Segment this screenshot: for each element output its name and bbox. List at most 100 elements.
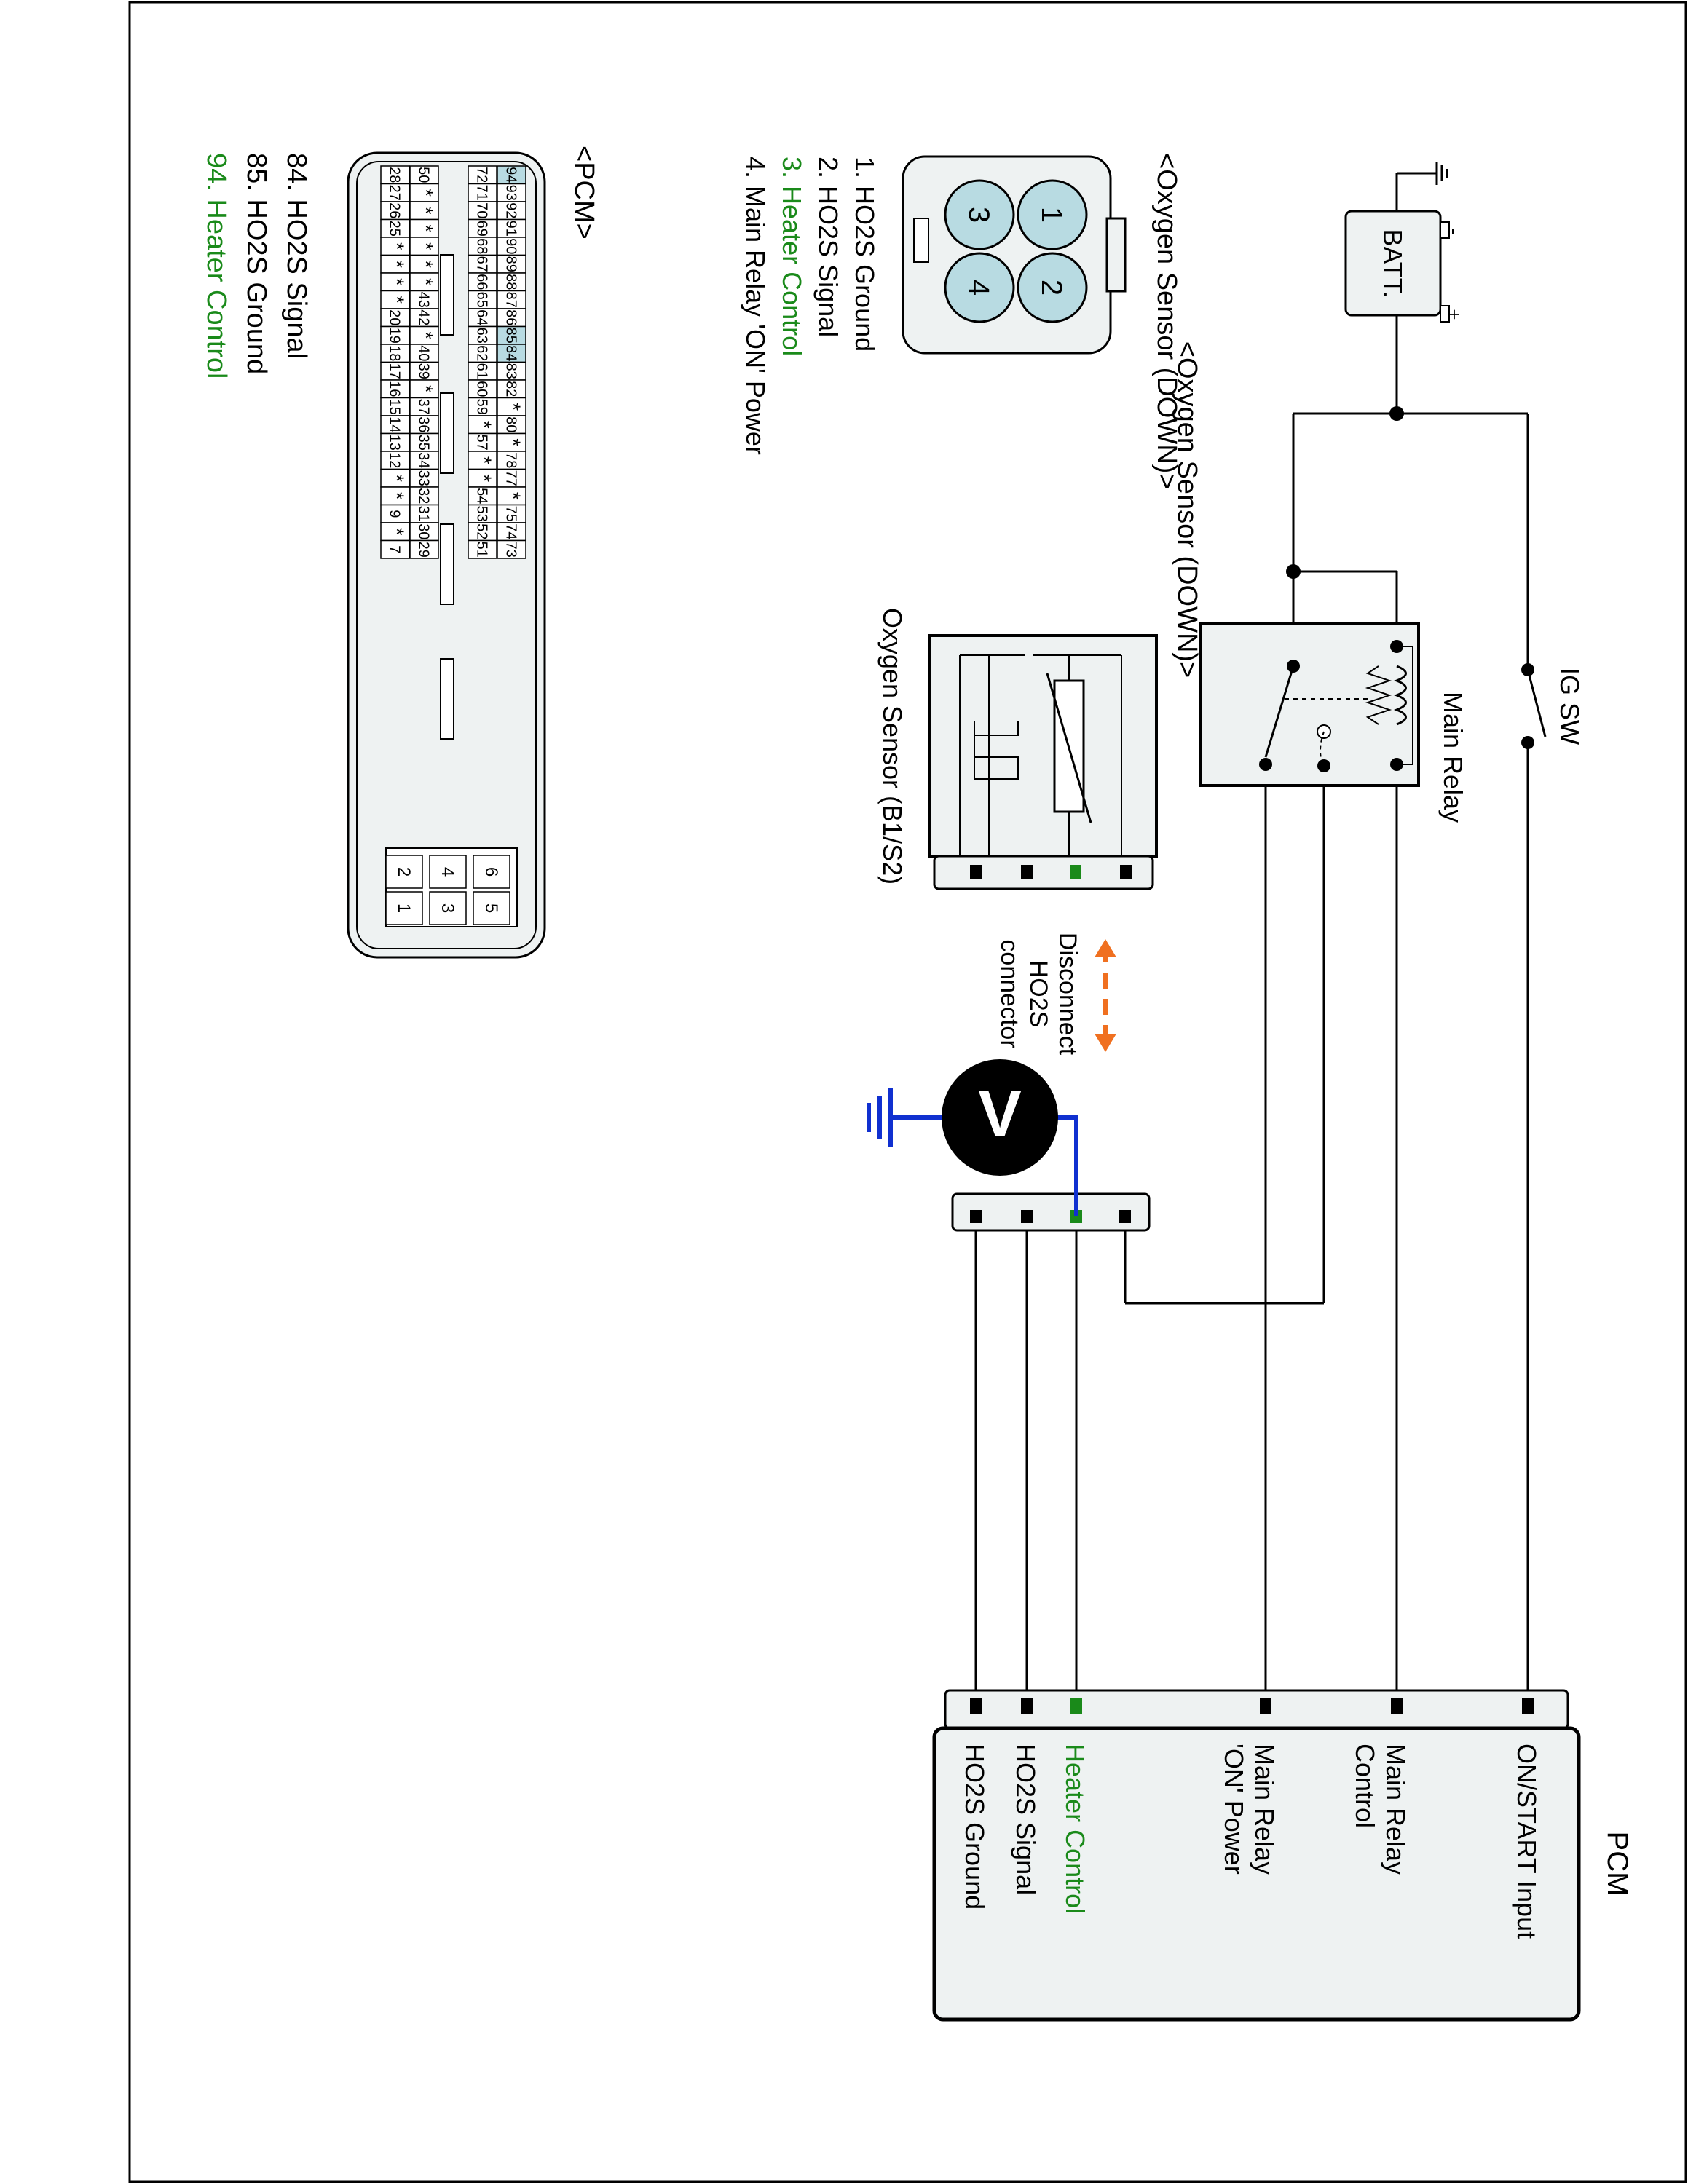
pcm-pin-7: 7 <box>387 545 403 553</box>
pcm-pin-57: 57 <box>474 435 490 451</box>
oxygen-pin-3 <box>944 179 1015 250</box>
pcm-cell-2-18 <box>409 486 439 506</box>
pcm-pin-70: 70 <box>474 202 490 218</box>
meter-ground-icon <box>867 1088 893 1147</box>
pcm-pin-13: 13 <box>387 435 403 451</box>
pcm-pin-65: 65 <box>474 292 490 308</box>
pcm-pin-*: * <box>386 492 409 500</box>
pcm-cell-2-13 <box>409 397 439 416</box>
pcm-cell-1-2 <box>468 201 497 221</box>
pcm-aux-pin-2: 2 <box>394 867 414 877</box>
pcm-pin-69: 69 <box>474 221 490 237</box>
pcm-pin-27: 27 <box>387 185 403 201</box>
pcm-aux-pin-4: 4 <box>438 867 457 877</box>
pcm-pin-80: 80 <box>503 416 519 432</box>
pcm-pin-87: 87 <box>503 292 519 308</box>
pcm-pin-19: 19 <box>387 328 403 344</box>
pcm-pin-42: 42 <box>416 309 432 325</box>
pcm-pin-*: * <box>415 242 438 250</box>
pcm-cell-1-15 <box>468 432 497 452</box>
pcm-cell-1-12 <box>468 379 497 399</box>
pcm-pin-64: 64 <box>474 309 490 325</box>
pcm-pin-*: * <box>502 492 525 500</box>
pcm-connector-slot-3 <box>440 523 454 605</box>
disconnect-line-2: HO2S <box>1025 960 1052 1028</box>
oxygen-sensor: Oxygen Sensor (B1/S2) <box>877 608 1158 890</box>
pcm-cell-2-7 <box>409 290 439 309</box>
pcm-cell-2-8 <box>409 308 439 328</box>
pcm-pin-*: * <box>386 278 409 286</box>
pcm-cell-2-1 <box>409 183 439 202</box>
pcm-cell-1-7 <box>468 290 497 309</box>
pcm-pin-62: 62 <box>474 345 490 361</box>
pcm-pin-53: 53 <box>474 506 490 522</box>
pcm-cell-0-14 <box>497 415 526 435</box>
arrow-right-icon <box>1095 1034 1116 1052</box>
pcm-pin-78: 78 <box>503 452 519 468</box>
pcm-legend-2: 85. HO2S Ground <box>241 153 272 374</box>
pcm-pin-label-3-2: 'ON' Power <box>1219 1744 1249 1875</box>
pcm-cell-0-19 <box>497 504 526 523</box>
sensing-element-icon <box>974 721 1019 780</box>
pcm-pin-26: 26 <box>387 202 403 218</box>
pcm-pin-label-2-1: Main Relay <box>1381 1744 1411 1875</box>
pcm-title: PCM <box>1601 1832 1633 1896</box>
pcm-cell-3-21 <box>380 539 410 559</box>
pcm-pin-label-2-2: Control <box>1350 1744 1380 1828</box>
oxygen-pin-2 <box>1017 252 1088 323</box>
pcm-pin-18: 18 <box>387 345 403 361</box>
harness-connector <box>951 1192 1151 1232</box>
ig-switch-label: IG SW <box>1555 668 1585 745</box>
pcm-pin-*: * <box>473 456 496 464</box>
pcm-pin-*: * <box>415 207 438 215</box>
pcm-cell-3-20 <box>380 522 410 542</box>
pcm-pin-31: 31 <box>416 506 432 522</box>
pcm-pin-72: 72 <box>474 167 490 183</box>
pcm-cell-1-6 <box>468 272 497 292</box>
pcm-pin-*: * <box>415 385 438 393</box>
pcm-cell-1-18 <box>468 486 497 506</box>
pcm-cell-0-11 <box>497 361 526 381</box>
pcm-connector-slot-1 <box>440 254 454 336</box>
pcm-pin-*: * <box>415 189 438 197</box>
pcm-cell-3-9 <box>380 325 410 345</box>
pcm-cell-1-14 <box>468 415 497 435</box>
pcm-legend-3: 94. Heater Control <box>201 153 232 379</box>
pcm-connector-slot-2 <box>440 392 454 474</box>
disconnect-indicator: Disconnect HO2S connector <box>995 933 1116 1056</box>
pcm-cell-2-20 <box>409 522 439 542</box>
pcm-pin-75: 75 <box>503 506 519 522</box>
pcm-cell-0-8 <box>497 308 526 328</box>
pcm-pin-93: 93 <box>503 185 519 201</box>
oxygen-legend-3: 3. Heater Control <box>777 157 807 356</box>
pcm-cell-1-13 <box>468 397 497 416</box>
pcm-cell-1-10 <box>468 344 497 363</box>
pcm-pin-59: 59 <box>474 399 490 415</box>
pcm-pin-63: 63 <box>474 328 490 344</box>
pcm-pin-12: 12 <box>387 452 403 468</box>
pcm-pin-91: 91 <box>503 221 519 237</box>
pcm-cell-0-2 <box>497 201 526 221</box>
oxygen-connector-housing <box>902 155 1112 355</box>
pcm-cell-0-21 <box>497 539 526 559</box>
pcm-pin-9: 9 <box>387 510 403 518</box>
pcm-aux-pin-5: 5 <box>481 903 501 913</box>
pcm-cell-3-5 <box>380 254 410 274</box>
pcm-pin-15: 15 <box>387 399 403 415</box>
pcm-cell-2-16 <box>409 451 439 470</box>
pcm-pin-35: 35 <box>416 435 432 451</box>
pcm-cell-1-21 <box>468 539 497 559</box>
pcm-pin-*: * <box>415 331 438 339</box>
pcm-cell-3-14 <box>380 415 410 435</box>
pcm-pin-34: 34 <box>416 452 432 468</box>
pcm-pin-*: * <box>386 296 409 304</box>
pcm-cell-1-11 <box>468 361 497 381</box>
battery: BATT. - + <box>1344 162 1465 323</box>
voltmeter-label: V <box>978 1077 1022 1150</box>
oxygen-pin-label-1: 1 <box>1036 207 1068 223</box>
pcm-pin-86: 86 <box>503 309 519 325</box>
pcm-cell-0-7 <box>497 290 526 309</box>
